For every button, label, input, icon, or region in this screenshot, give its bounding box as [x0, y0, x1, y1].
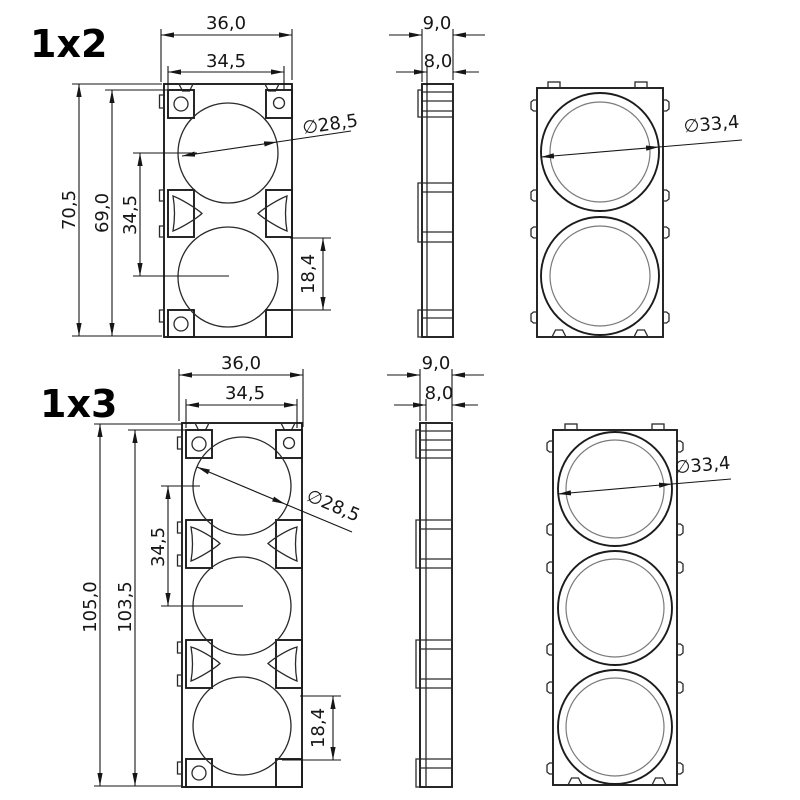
cell-opening [177, 226, 279, 328]
slab-outline [419, 422, 453, 788]
edge-connectors [546, 440, 684, 775]
cell-bore [557, 669, 673, 785]
variant-label-1x3: 1x3 [40, 382, 117, 426]
variant-1x3: 1x3 [40, 353, 731, 788]
dim-body-height: 103,5 [115, 581, 136, 633]
side-tab [417, 309, 422, 338]
dim-overall-width: 36,0 [221, 353, 261, 374]
bottom-notch [551, 329, 567, 338]
dim-cell-diameter: ∅28,5 [301, 110, 359, 139]
clip-cutout [190, 646, 221, 683]
dim-opening-diameter: ∅33,4 [674, 453, 731, 479]
top-tab [634, 81, 648, 89]
front-view-1x2 [158, 83, 293, 338]
dim-body-thickness: 8,0 [424, 51, 453, 72]
variant-1x2: 1x2 [30, 13, 743, 338]
dim-overall-thickness: 9,0 [422, 353, 451, 374]
cell-bore [557, 550, 673, 666]
bottom-notch [567, 777, 583, 786]
side-tab [417, 182, 422, 243]
screw-hole [272, 96, 286, 110]
cell-bore-inner [549, 225, 651, 327]
dimensions-front-1x2: 36,0 34,5 70,5 69,0 34,5 ∅28,5 18,4 [59, 13, 359, 337]
body-outline [181, 422, 303, 788]
back-view-1x3 [546, 423, 684, 786]
middle-blocks [185, 519, 303, 689]
top-tab [651, 423, 665, 431]
clip-cutout [190, 526, 221, 563]
middle-blocks [167, 189, 293, 238]
dim-body-width: 34,5 [206, 51, 246, 72]
cell-bore [540, 216, 660, 336]
dimensions-front-1x3: 36,0 34,5 105,0 103,5 34,5 ∅28,5 18,4 [80, 353, 363, 787]
dim-overall-width: 36,0 [206, 13, 246, 34]
screw-hole [191, 436, 207, 452]
top-notch [193, 422, 211, 431]
corner-blocks [167, 89, 293, 338]
dim-body-thickness: 8,0 [425, 383, 454, 404]
side-tab [415, 758, 420, 788]
back-view-1x2 [530, 81, 670, 338]
top-notch [177, 83, 195, 92]
front-view-1x3 [176, 422, 303, 788]
edge-connectors [530, 99, 670, 324]
top-notch [279, 422, 297, 431]
dim-cell-pitch: 34,5 [148, 527, 169, 567]
dim-bottom-offset: 18,4 [298, 254, 319, 294]
clip-cutout [172, 194, 203, 233]
pocket-edge-lines [422, 91, 453, 319]
cell-bore-inner [565, 677, 665, 777]
clip-cutout [267, 526, 298, 563]
dim-overall-thickness: 9,0 [423, 13, 452, 34]
pocket-edge-lines [420, 430, 452, 769]
dim-overall-height: 70,5 [59, 190, 80, 230]
cell-opening [192, 676, 292, 776]
dim-bottom-offset: 18,4 [308, 708, 329, 748]
top-notch [263, 83, 281, 92]
top-tab [564, 423, 578, 431]
dimensions-back-1x2: ∅33,4 [540, 112, 743, 159]
dim-cell-pitch: 34,5 [120, 195, 141, 235]
bottom-notch [651, 777, 667, 786]
dimensions-side-1x2: 9,0 8,0 [389, 13, 485, 86]
side-tabs [158, 94, 164, 323]
side-tabs [176, 436, 182, 775]
screw-hole [173, 96, 189, 112]
clip-cutout [257, 194, 288, 233]
dimensions-side-1x3: 9,0 8,0 [387, 353, 484, 421]
side-tab [415, 429, 420, 459]
cell-bore-inner [565, 558, 665, 658]
dim-body-height: 69,0 [92, 193, 113, 233]
dim-overall-height: 105,0 [80, 581, 101, 633]
body-outline [552, 429, 678, 786]
clip-cutout [267, 646, 298, 683]
side-view-1x3 [415, 422, 453, 788]
side-tab [415, 519, 420, 569]
screw-hole [282, 436, 296, 450]
body-outline [536, 87, 664, 338]
side-view-1x2 [417, 83, 454, 338]
dim-body-width: 34,5 [225, 383, 265, 404]
bottom-notch [633, 329, 649, 338]
side-tab [417, 89, 422, 118]
dim-opening-diameter: ∅33,4 [683, 112, 740, 138]
corner-blocks [185, 429, 303, 788]
side-tab [415, 639, 420, 689]
screw-hole [173, 316, 189, 332]
slab-outline [421, 83, 454, 338]
top-tab [547, 81, 561, 89]
dim-cell-diameter: ∅28,5 [303, 485, 363, 526]
dimensions-back-1x3: ∅33,4 [557, 453, 731, 496]
screw-hole [191, 765, 207, 781]
variant-label-1x2: 1x2 [30, 22, 107, 66]
